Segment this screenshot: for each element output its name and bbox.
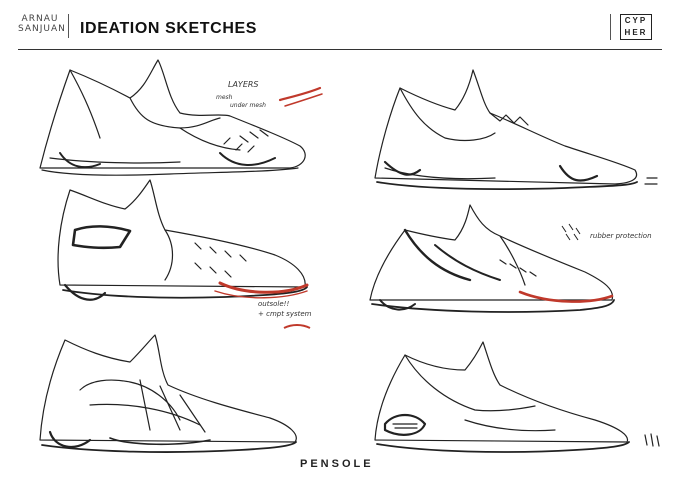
hatch-marks [561, 223, 581, 241]
header-divider [68, 14, 69, 38]
brand-mark: CYP HER [620, 14, 652, 40]
shoe-sketch-6 [374, 341, 660, 453]
brand-divider [610, 14, 611, 40]
note-outsole: outsole!! [258, 300, 290, 308]
page-header: ARNAU SANJUAN IDEATION SKETCHES CYP HER [0, 0, 680, 50]
note-layers: LAYERS [228, 80, 259, 89]
note-mesh: mesh [216, 94, 233, 101]
note-under-mesh: under mesh [230, 102, 266, 109]
shoe-sketch-1 [39, 59, 323, 176]
author-name: ARNAU SANJUAN [18, 14, 66, 34]
shoe-sketch-2 [374, 69, 658, 191]
pensole-logo: PENSOLE [300, 458, 374, 470]
note-rubber-protection: rubber protection [590, 232, 652, 240]
shoe-sketch-4 [369, 204, 615, 313]
header-rule [18, 49, 662, 50]
shoe-sketch-5 [39, 334, 297, 453]
red-accent-stroke [283, 324, 311, 329]
note-cmpt-system: + cmpt system [258, 310, 312, 318]
shoe-sketch-3 [57, 179, 309, 301]
page-title: IDEATION SKETCHES [80, 20, 258, 37]
brand-logo: CYP HER [610, 14, 662, 40]
